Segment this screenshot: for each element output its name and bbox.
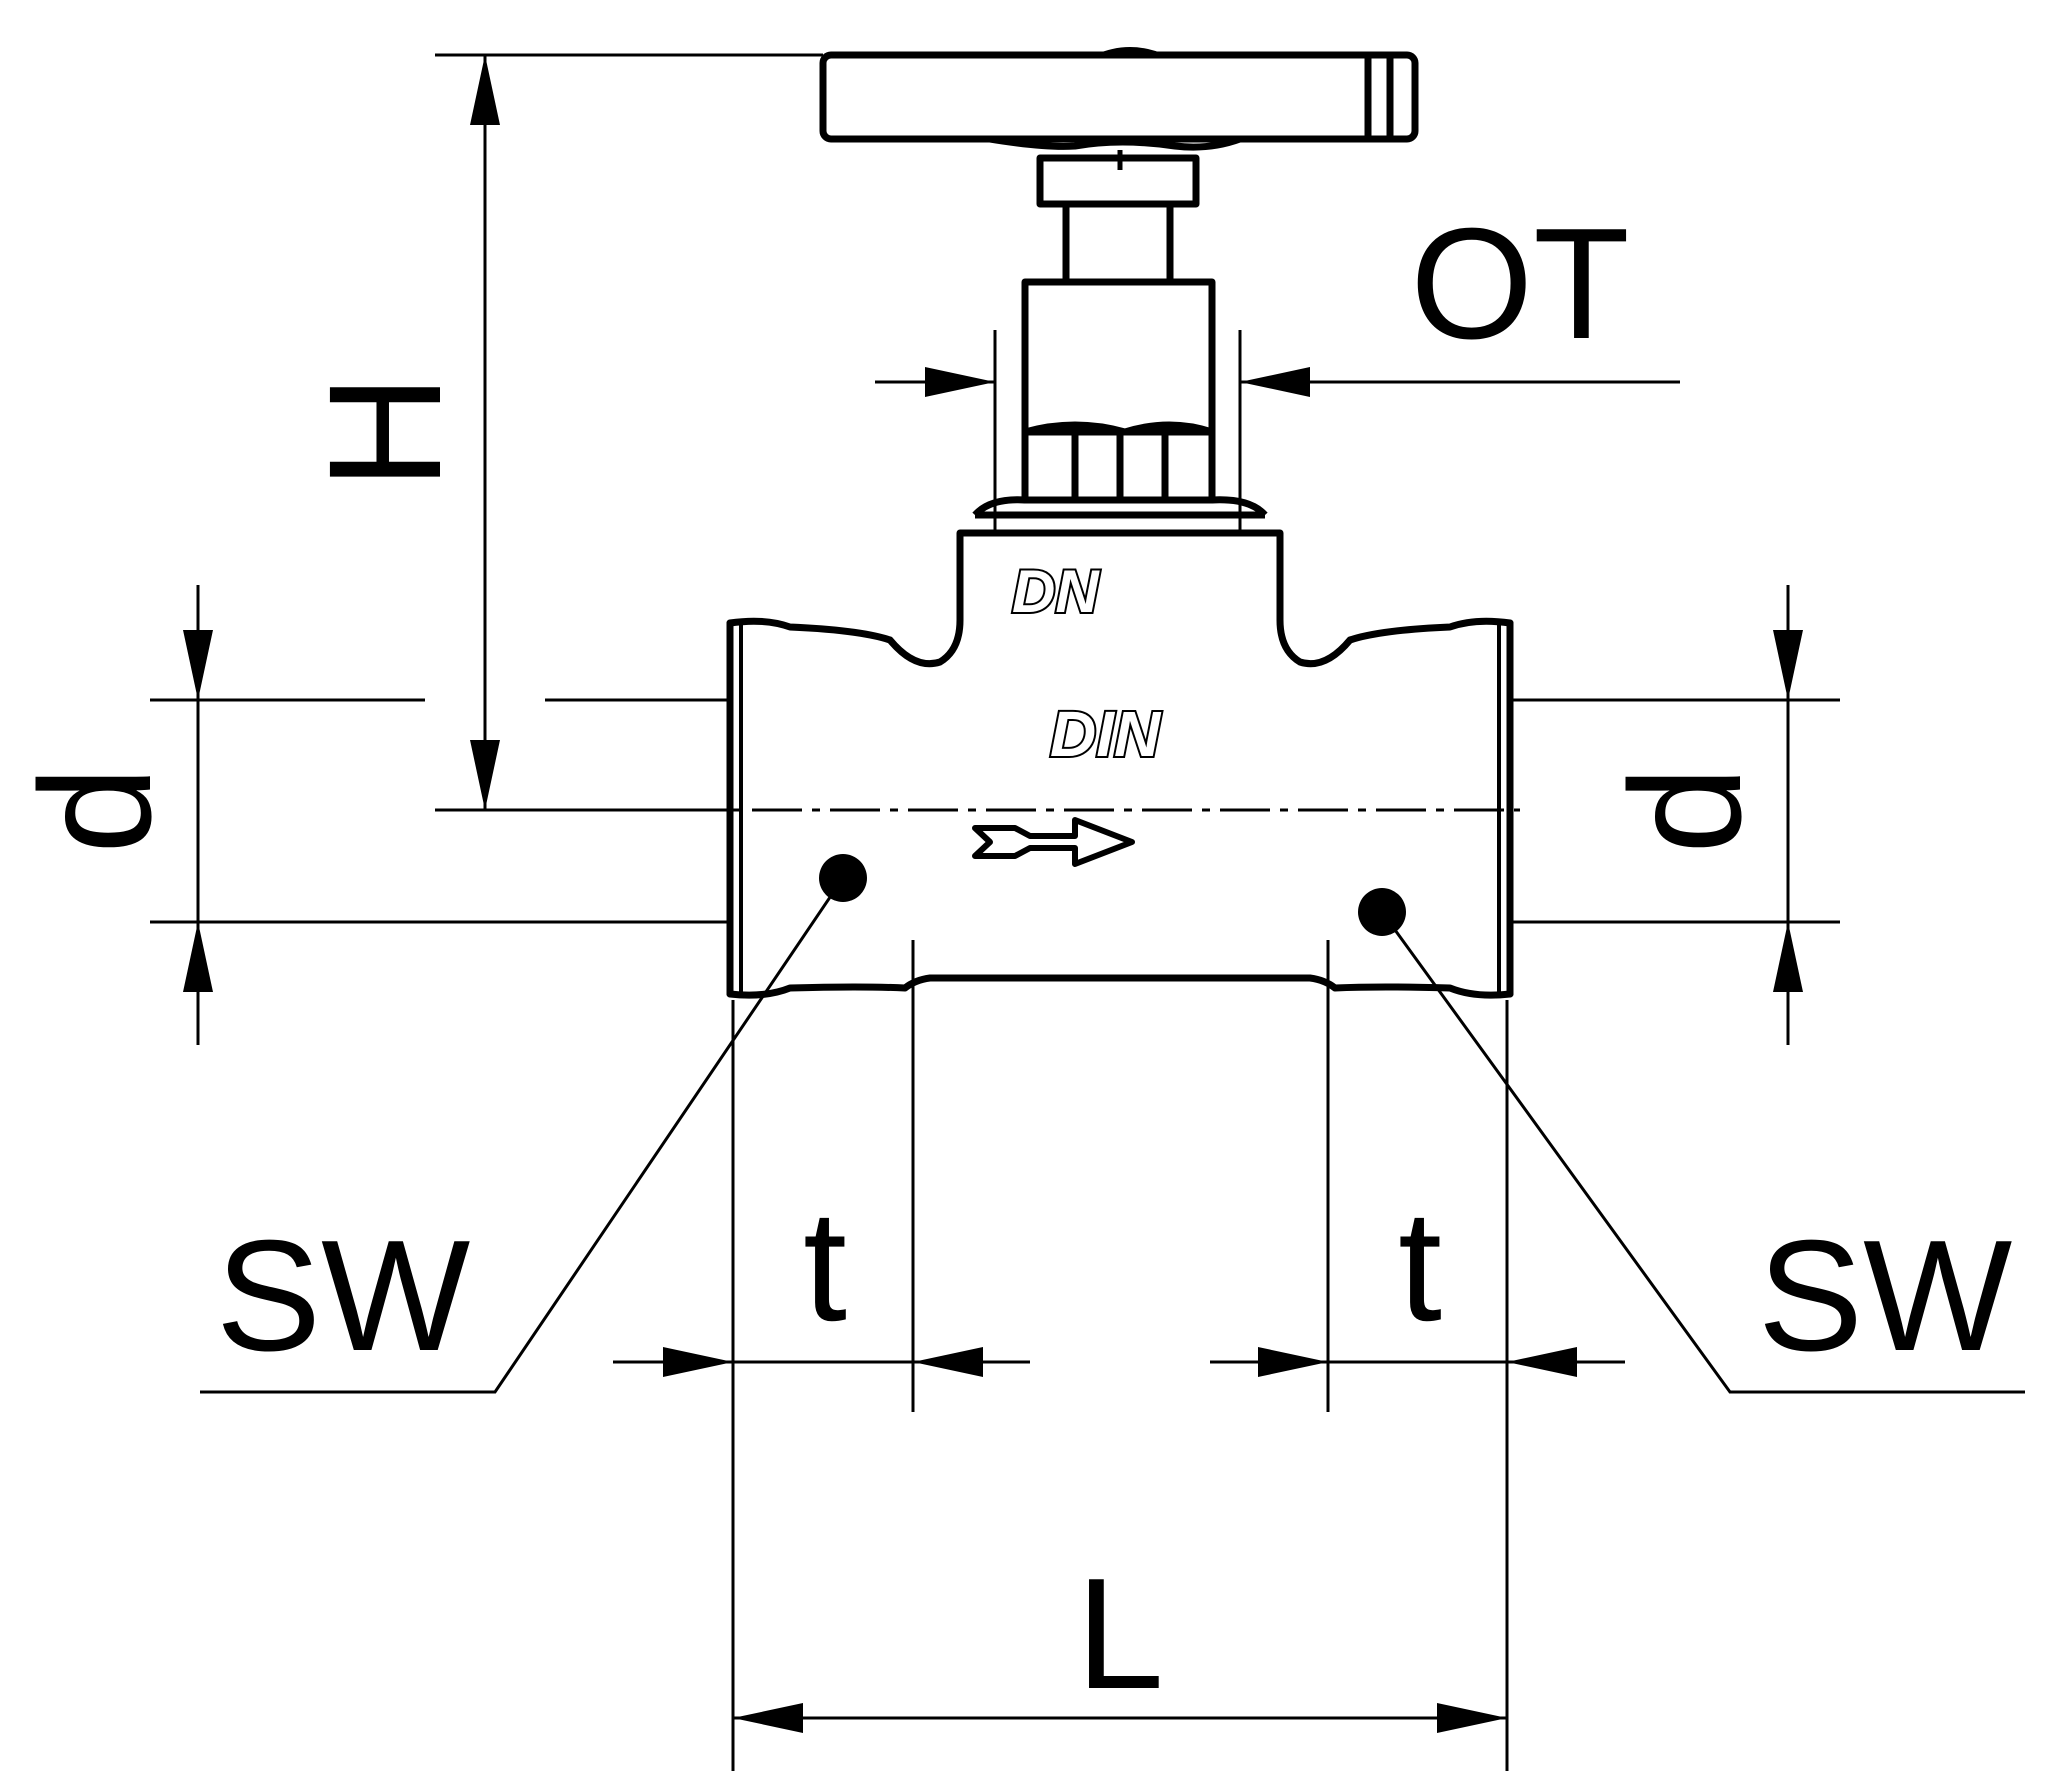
- handwheel: [819, 47, 1419, 519]
- height-label: H: [295, 374, 474, 490]
- left-socket-depth-label: t: [803, 1178, 847, 1354]
- left-weld-label: SW: [216, 1208, 471, 1384]
- din-marking: DIN: [1050, 698, 1162, 770]
- left-diameter-label: d: [8, 766, 184, 854]
- dn-marking: DN: [1012, 558, 1100, 625]
- right-diameter-label: d: [1598, 766, 1774, 854]
- dimension-lines: [150, 53, 2025, 1771]
- length-label: L: [1076, 1546, 1164, 1722]
- flow-direction-arrow-icon: [972, 817, 1135, 867]
- right-socket-depth-label: t: [1398, 1178, 1442, 1354]
- width-across-flats-label: OT: [1410, 196, 1629, 372]
- right-weld-label: SW: [1758, 1208, 2013, 1384]
